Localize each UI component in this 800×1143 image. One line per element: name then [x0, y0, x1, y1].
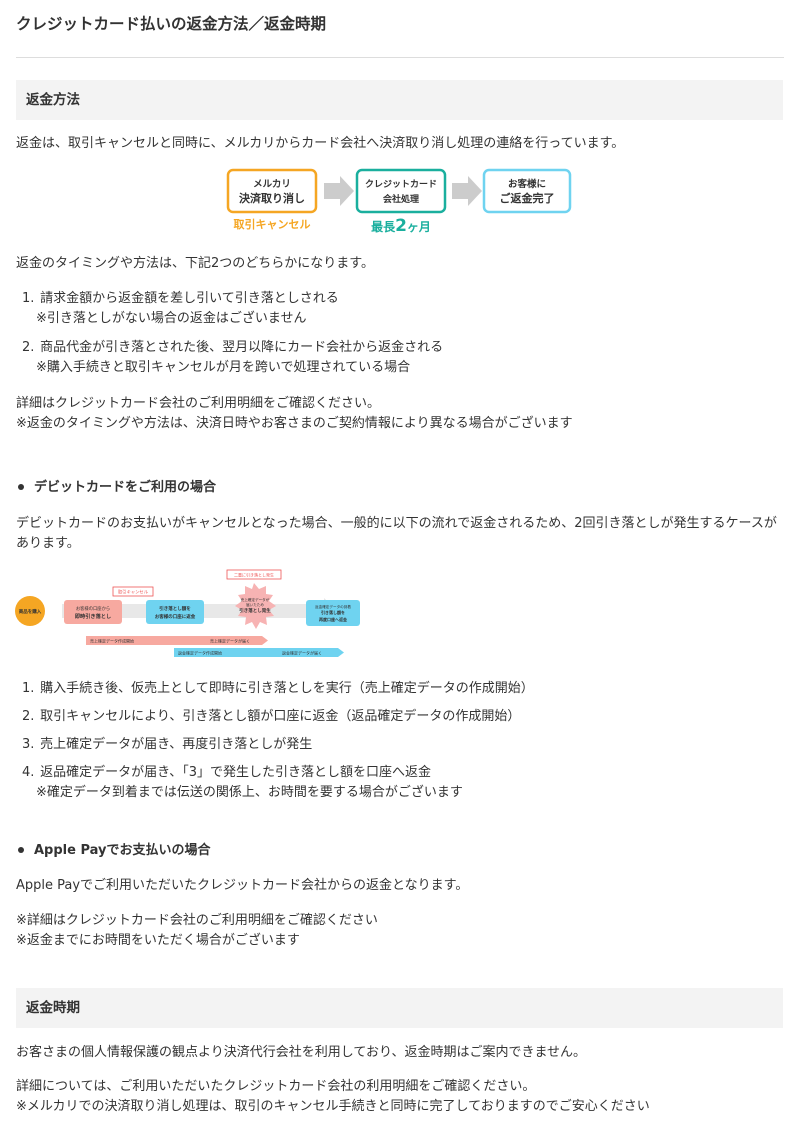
diagram-box4-c: 再度口座へ返金 [319, 616, 348, 622]
diagram-start-label: 商品を購入 [19, 608, 42, 615]
bullet-icon [18, 483, 24, 490]
debit-intro: デビットカードのお支払いがキャンセルとなった場合、一般的に以下の流れで返金される… [16, 516, 777, 551]
diagram-burst-a: 売上確定データが [241, 597, 270, 602]
flow-box3-line2: ご返金完了 [500, 191, 555, 205]
list-item: 3. 売上確定データが届き、再度引き落としが発生 [22, 737, 313, 752]
list-item: 2. 商品代金が引き落とされた後、翌月以降にカード会社から返金される [22, 340, 444, 355]
section-header-refund-method: 返金方法 [16, 80, 783, 120]
debit-flow-diagram: 商品を購入 お客様の口座から 即時引き落とし 取引キャンセル 引き落とし額を お… [15, 569, 360, 657]
flow-box-mercari [226, 168, 318, 214]
list-item-note: ※引き落としがない場合の返金はございません [36, 311, 307, 326]
section-header-refund-timing: 返金時期 [16, 988, 783, 1028]
flow-box-card-company [355, 168, 447, 214]
diagram-burst-c: 引き落とし発生 [239, 607, 271, 614]
diagram-bar1-a: 売上確定データ作成開始 [90, 638, 134, 644]
diagram-bar1-b: 売上確定データが届く [210, 638, 250, 644]
detail-text: 詳細はクレジットカード会社のご利用明細をご確認ください。 [16, 396, 381, 411]
diagram-burst-b: 届いたため [246, 602, 264, 607]
diagram-box1-a: お客様の口座から [76, 605, 110, 612]
flow-arrow-icon [324, 176, 354, 206]
list-item: 1. 請求金額から返金額を差し引いて引き落としされる [22, 291, 339, 306]
applepay-note: ※詳細はクレジットカード会社のご利用明細をご確認ください [16, 913, 378, 928]
applepay-heading: Apple Payでお支払いの場合 [18, 841, 211, 861]
diagram-double-label: 二重に引き落とし発生 [234, 572, 274, 578]
diagram-box1-b: 即時引き落とし [75, 612, 111, 620]
list-item: 2. 取引キャンセルにより、引き落とし額が口座に返金（返品確定データの作成開始） [22, 709, 521, 724]
flow-caption-cancel: 取引キャンセル [234, 217, 311, 231]
applepay-intro: Apple Payでご利用いただいたクレジットカード会社からの返金となります。 [16, 878, 469, 893]
diagram-cancel-tag [112, 586, 154, 597]
flow-caption-max: 最長2ヶ月 [371, 216, 431, 236]
list-item: 1. 購入手続き後、仮売上として即時に引き落としを実行（売上確定データの作成開始… [22, 681, 534, 696]
diagram-bar2-b: 返金確定データが届く [282, 650, 322, 656]
diagram-burst-icon [235, 583, 276, 629]
list-item-note: ※確定データ到着までは伝送の関係上、お時間を要する場合がございます [36, 785, 463, 800]
diagram-bar2-a: 返金確定データ作成開始 [178, 650, 222, 656]
diagram-box-debit [64, 600, 122, 624]
diagram-box-rerefund [306, 600, 360, 626]
flow-arrow-icon [452, 176, 482, 206]
flow-box-refund-complete [482, 168, 572, 214]
timing-note: ※メルカリでの決済取り消し処理は、取引のキャンセル手続きと同時に完了しております… [16, 1099, 650, 1114]
diagram-box2-a: 引き落とし額を [159, 605, 191, 612]
diagram-bar-sales [86, 636, 262, 645]
refund-flow-diagram: メルカリ 決済取り消し 取引キャンセル クレジットカード 会社処理 最長2ヶ月 … [226, 168, 572, 236]
diagram-double-tag [226, 569, 282, 580]
diagram-box-refund [146, 600, 204, 624]
diagram-box4-b: 引き落し額を [321, 609, 345, 615]
applepay-note: ※返金までにお時間をいただく場合がございます [16, 933, 300, 948]
flow-box3-line1: お客様に [508, 178, 546, 190]
diagram-box4-a: 返金確定データの到着 [315, 604, 351, 609]
flow-box2-line2: 会社処理 [383, 193, 419, 205]
diagram-arrow-icon [338, 648, 344, 657]
flow-box1-line1: メルカリ [253, 179, 291, 190]
timing-detail: 詳細については、ご利用いただいたクレジットカード会社の利用明細をご確認ください。 [16, 1079, 536, 1094]
diagram-box2-b: お客様の口座に返金 [155, 613, 196, 620]
title-divider [16, 57, 784, 58]
diagram-bar-refund [174, 648, 338, 657]
bullet-icon [18, 846, 24, 853]
timing-text: お客さまの個人情報保護の観点より決済代行会社を利用しており、返金時期はご案内でき… [16, 1045, 587, 1060]
debit-heading: デビットカードをご利用の場合 [18, 478, 216, 498]
flow-box1-line2: 決済取り消し [239, 191, 305, 205]
list-item: 4. 返品確定データが届き、「3」で発生した引き落とし額を口座へ返金 [22, 765, 432, 780]
flow-box2-line1: クレジットカード [365, 179, 437, 190]
refund-intro: 返金は、取引キャンセルと同時に、メルカリからカード会社へ決済取り消し処理の連絡を… [16, 136, 625, 151]
diagram-cancel-label: 取引キャンセル [118, 589, 149, 596]
list-item-note: ※購入手続きと取引キャンセルが月を跨いで処理されている場合 [36, 360, 411, 375]
diagram-start-circle [15, 596, 45, 626]
timing-intro: 返金のタイミングや方法は、下記2つのどちらかになります。 [16, 256, 374, 271]
page-title: クレジットカード払いの返金方法／返金時期 [16, 15, 327, 33]
diagram-arrow-icon [262, 636, 268, 645]
detail-note: ※返金のタイミングや方法は、決済日時やお客さまのご契約情報により異なる場合がござ… [16, 416, 573, 431]
